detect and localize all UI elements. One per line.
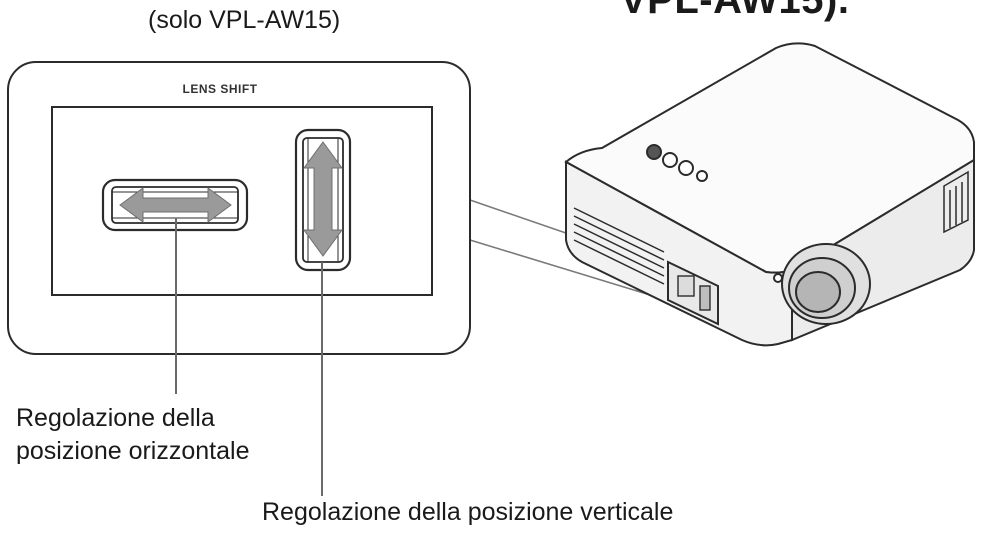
vertical-slider (294, 128, 352, 272)
label-vertical-adjustment: Regolazione della posizione verticale (262, 498, 674, 526)
lens-shift-title: LENS SHIFT (182, 82, 257, 96)
horizontal-slider (101, 178, 249, 232)
horizontal-arrow-icon (119, 187, 232, 223)
model-heading: VPL-AW15). (620, 0, 850, 22)
label-horizontal-adjustment: Regolazione della posizione orizzontale (16, 402, 249, 468)
leader-lines (175, 218, 323, 496)
caption-model-note: (solo VPL-AW15) (148, 6, 341, 34)
label-horizontal-line1: Regolazione della (16, 404, 215, 432)
vertical-arrow-icon (303, 141, 343, 257)
projector-illustration (564, 42, 975, 347)
label-horizontal-line2: posizione orizzontale (16, 437, 250, 465)
